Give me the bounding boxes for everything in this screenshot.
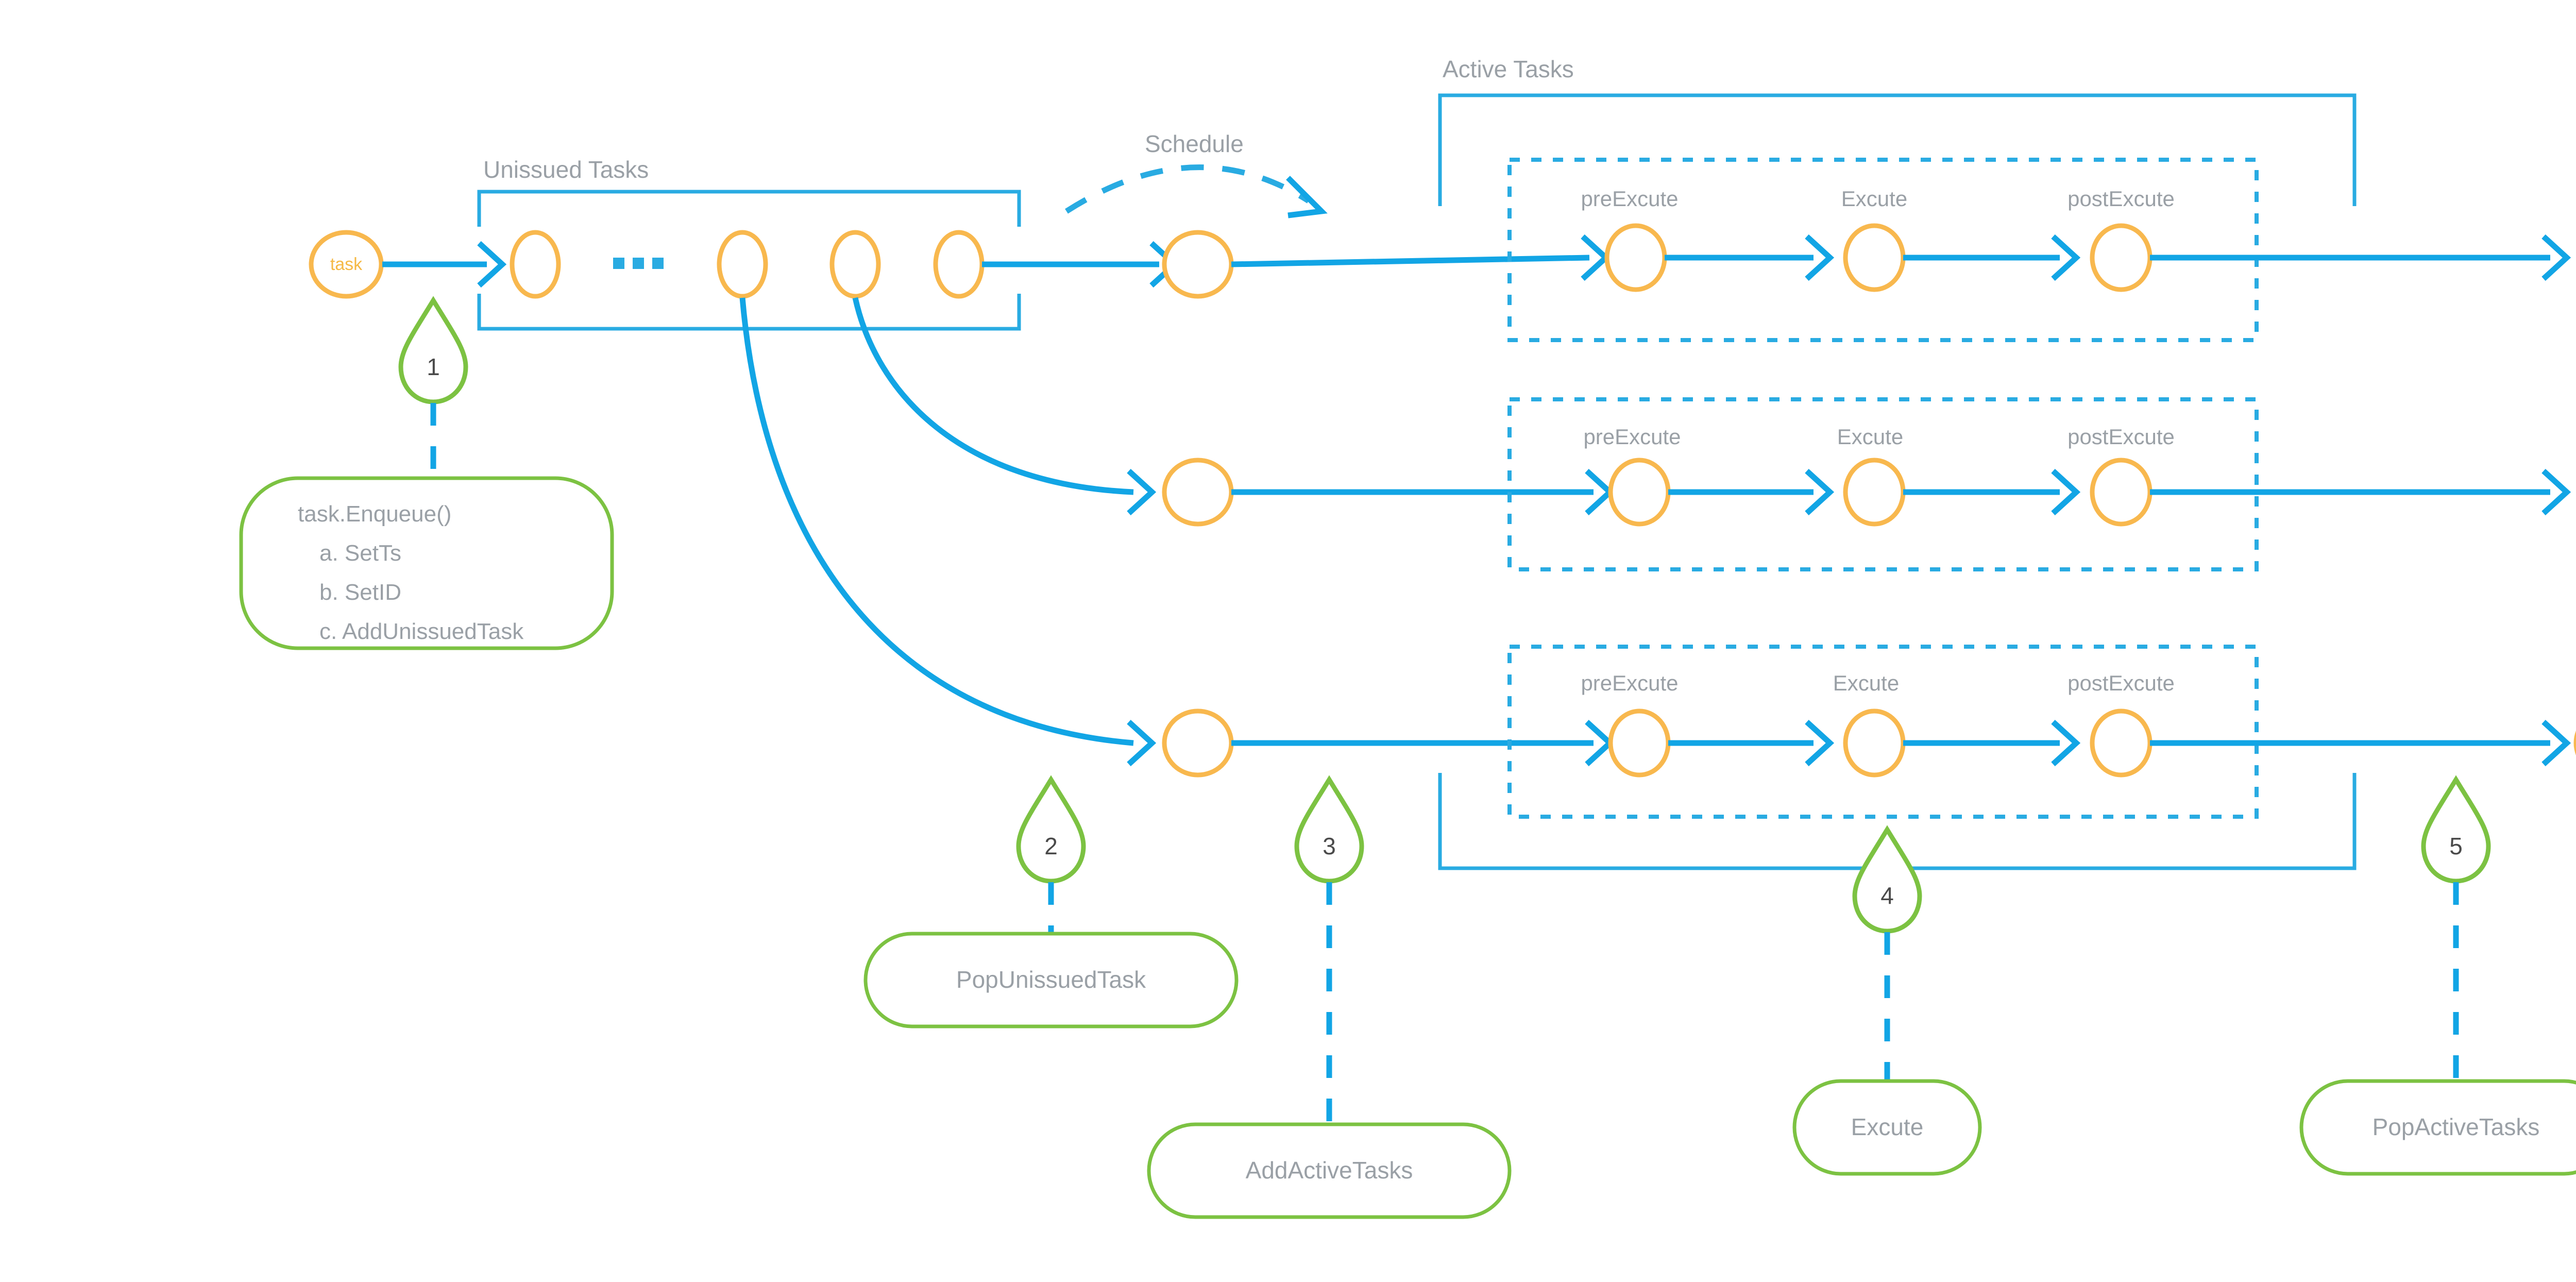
schedule-to-pre-arrow-row1	[1231, 234, 1611, 281]
callout-title: task.Enqueue()	[298, 501, 451, 527]
badge-2[interactable]: 2	[1016, 775, 1086, 884]
unissued-task-oval-4[interactable]	[933, 230, 985, 299]
stage-label-exec-row1: Excute	[1841, 187, 1907, 211]
task-node[interactable]: task	[309, 230, 384, 299]
task-to-queue-arrow	[382, 241, 507, 288]
stage-oval-exec-row3[interactable]	[1843, 709, 1906, 778]
entry-oval-row3[interactable]	[1162, 709, 1234, 778]
stage-oval-pre-row3[interactable]	[1608, 709, 1671, 778]
pill-add-active-tasks-label: AddActiveTasks	[1246, 1157, 1413, 1184]
pill-excute: Excute	[1792, 1079, 1982, 1176]
unissued-tasks-bracket	[477, 190, 1021, 331]
task-node-label: task	[330, 255, 363, 274]
stage-label-exec-row3: Excute	[1833, 671, 1899, 695]
exec-to-post-arrow-row2	[1903, 468, 2081, 516]
stage-label-pre-row1: preExcute	[1581, 187, 1678, 211]
stage-oval-pre-row2[interactable]	[1608, 458, 1671, 527]
badge-3-number: 3	[1323, 833, 1336, 859]
unissued-task-oval-1[interactable]	[510, 230, 561, 299]
stage-label-pre-row3: preExcute	[1581, 671, 1678, 695]
badge-4[interactable]: 4	[1852, 825, 1922, 934]
stage-oval-post-row2[interactable]	[2090, 458, 2153, 527]
entry-oval-row2[interactable]	[1162, 458, 1234, 527]
active-task-dashbox-row2	[1507, 397, 2259, 571]
post-to-done-arrow-row2	[2150, 468, 2571, 516]
active-tasks-label: Active Tasks	[1443, 56, 1574, 82]
stage-label-post-row1: postExcute	[2067, 187, 2175, 211]
stage-label-pre-row2: preExcute	[1583, 425, 1681, 449]
curve-queue-to-row3	[739, 297, 1157, 767]
entry-to-pre-arrow-row2	[1231, 468, 1615, 516]
post-to-done-arrow-row1	[2150, 234, 2571, 281]
pill-pop-active-tasks: PopActiveTasks	[2299, 1079, 2576, 1176]
badge-5-number: 5	[2449, 833, 2463, 859]
stage-oval-pre-row1[interactable]	[1604, 223, 1667, 292]
callout-item-1: b. SetID	[319, 580, 401, 605]
pill-pop-unissued-task-label: PopUnissuedTask	[956, 966, 1146, 993]
stage-oval-post-row1[interactable]	[2090, 223, 2153, 292]
exec-to-post-arrow-row1	[1903, 234, 2081, 281]
badge-2-number: 2	[1044, 833, 1058, 859]
queue-ellipsis	[613, 258, 664, 269]
unissued-task-oval-2[interactable]	[717, 230, 768, 299]
badge-1-number: 1	[427, 353, 440, 380]
stage-oval-exec-row1[interactable]	[1843, 223, 1906, 292]
stage-label-post-row3: postExcute	[2067, 671, 2175, 695]
stage-label-post-row2: postExcute	[2067, 425, 2175, 449]
post-to-done-arrow-row3	[2150, 719, 2571, 767]
pre-to-exec-arrow-row1	[1665, 234, 1835, 281]
pre-to-exec-arrow-row3	[1668, 719, 1835, 767]
pill-pop-unissued-task: PopUnissuedTask	[863, 932, 1239, 1028]
schedule-label: Schedule	[1145, 130, 1244, 157]
curve-queue-to-row2	[852, 297, 1157, 516]
schedule-node-row1[interactable]	[1162, 230, 1234, 299]
unissued-task-oval-3[interactable]	[829, 230, 881, 299]
stage-label-exec-row2: Excute	[1837, 425, 1903, 449]
unissued-tasks-label: Unissued Tasks	[483, 156, 649, 183]
entry-to-pre-arrow-row3	[1231, 719, 1615, 767]
callout-item-0: a. SetTs	[319, 541, 401, 566]
pill-pop-active-tasks-label: PopActiveTasks	[2372, 1114, 2540, 1140]
badge-4-number: 4	[1880, 882, 1894, 909]
pill-add-active-tasks: AddActiveTasks	[1147, 1122, 1512, 1219]
stage-oval-exec-row2[interactable]	[1843, 458, 1906, 527]
pre-to-exec-arrow-row2	[1668, 468, 1835, 516]
badge-3[interactable]: 3	[1294, 775, 1364, 884]
exec-to-post-arrow-row3	[1903, 719, 2081, 767]
badge-1[interactable]: 1	[398, 296, 468, 404]
active-task-dashbox-row1	[1507, 158, 2259, 342]
callout-enqueue: task.Enqueue() a. SetTs b. SetID c. AddU…	[239, 476, 614, 650]
badge-5[interactable]: 5	[2421, 775, 2491, 884]
pill-excute-label: Excute	[1851, 1114, 1924, 1140]
queue-to-schedule-arrow-row1	[982, 241, 1179, 288]
callout-item-2: c. AddUnissuedTask	[319, 619, 524, 644]
active-task-dashbox-row3	[1507, 645, 2259, 819]
stage-oval-post-row3[interactable]	[2090, 709, 2153, 778]
schedule-arrow	[1065, 164, 1328, 218]
